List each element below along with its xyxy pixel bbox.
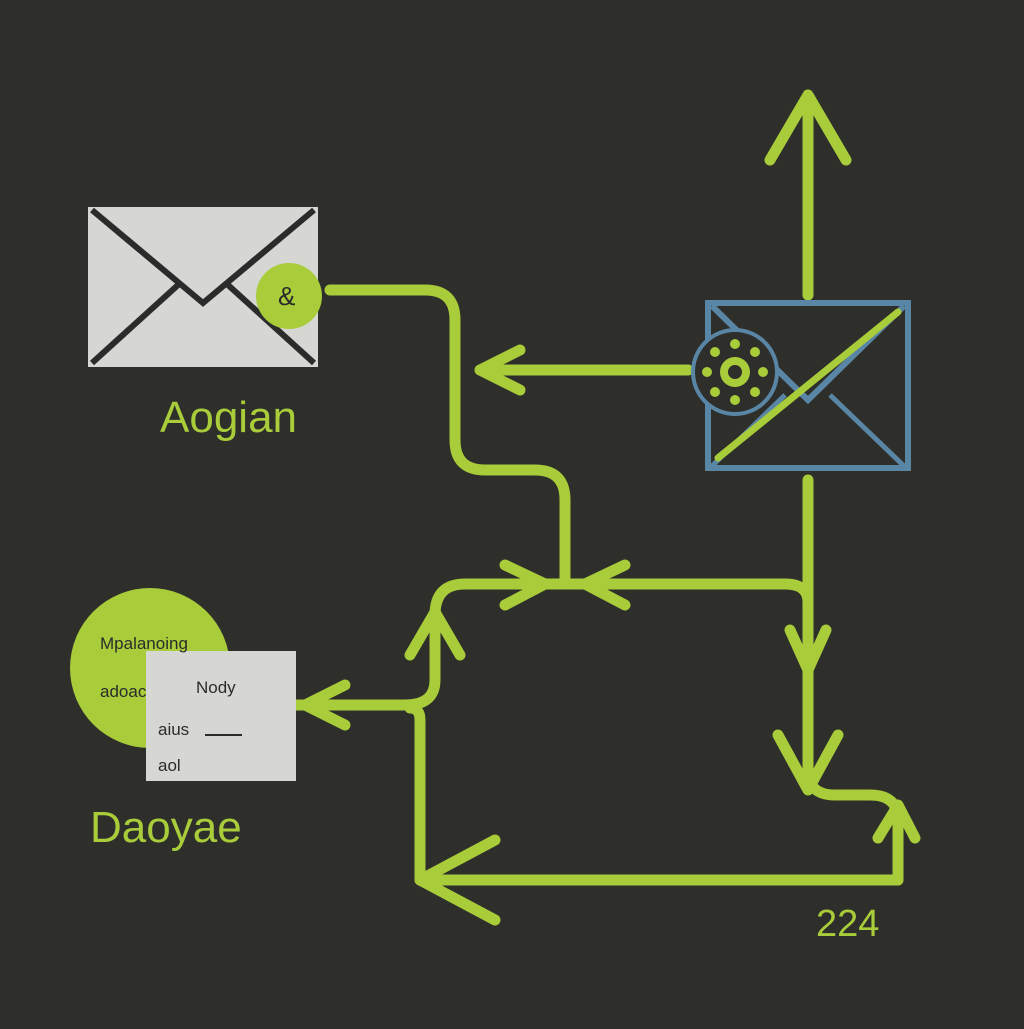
junction-arrows [499, 559, 631, 611]
circle-text-line2: adoac [100, 682, 147, 701]
node-label: Daoyae [90, 803, 242, 852]
card-text-line2: aol [158, 756, 181, 775]
circle-text-line1: Mpalanoing [100, 634, 188, 653]
connector-left-vertical [404, 702, 426, 886]
envelope-label: Aogian [160, 393, 298, 442]
arrow-down-2 [772, 729, 844, 796]
year-label: 224 [816, 903, 880, 945]
gear-badge-icon [691, 328, 779, 416]
connector-top-horizontal [254, 578, 814, 711]
arrow-up-left [404, 606, 466, 661]
badge-symbol: & [278, 281, 296, 311]
arrow-up-right [872, 799, 921, 844]
arrow-up [764, 89, 852, 301]
connector-envelope-to-junction [324, 284, 571, 588]
arrow-to-card [299, 679, 351, 731]
arrow-left-to-envelope [474, 344, 694, 396]
card-title: Nody [196, 678, 236, 697]
arrow-down-1 [784, 624, 832, 676]
badge-icon [256, 263, 322, 329]
card-node [146, 651, 296, 781]
card-text-line1: aius [158, 720, 190, 739]
